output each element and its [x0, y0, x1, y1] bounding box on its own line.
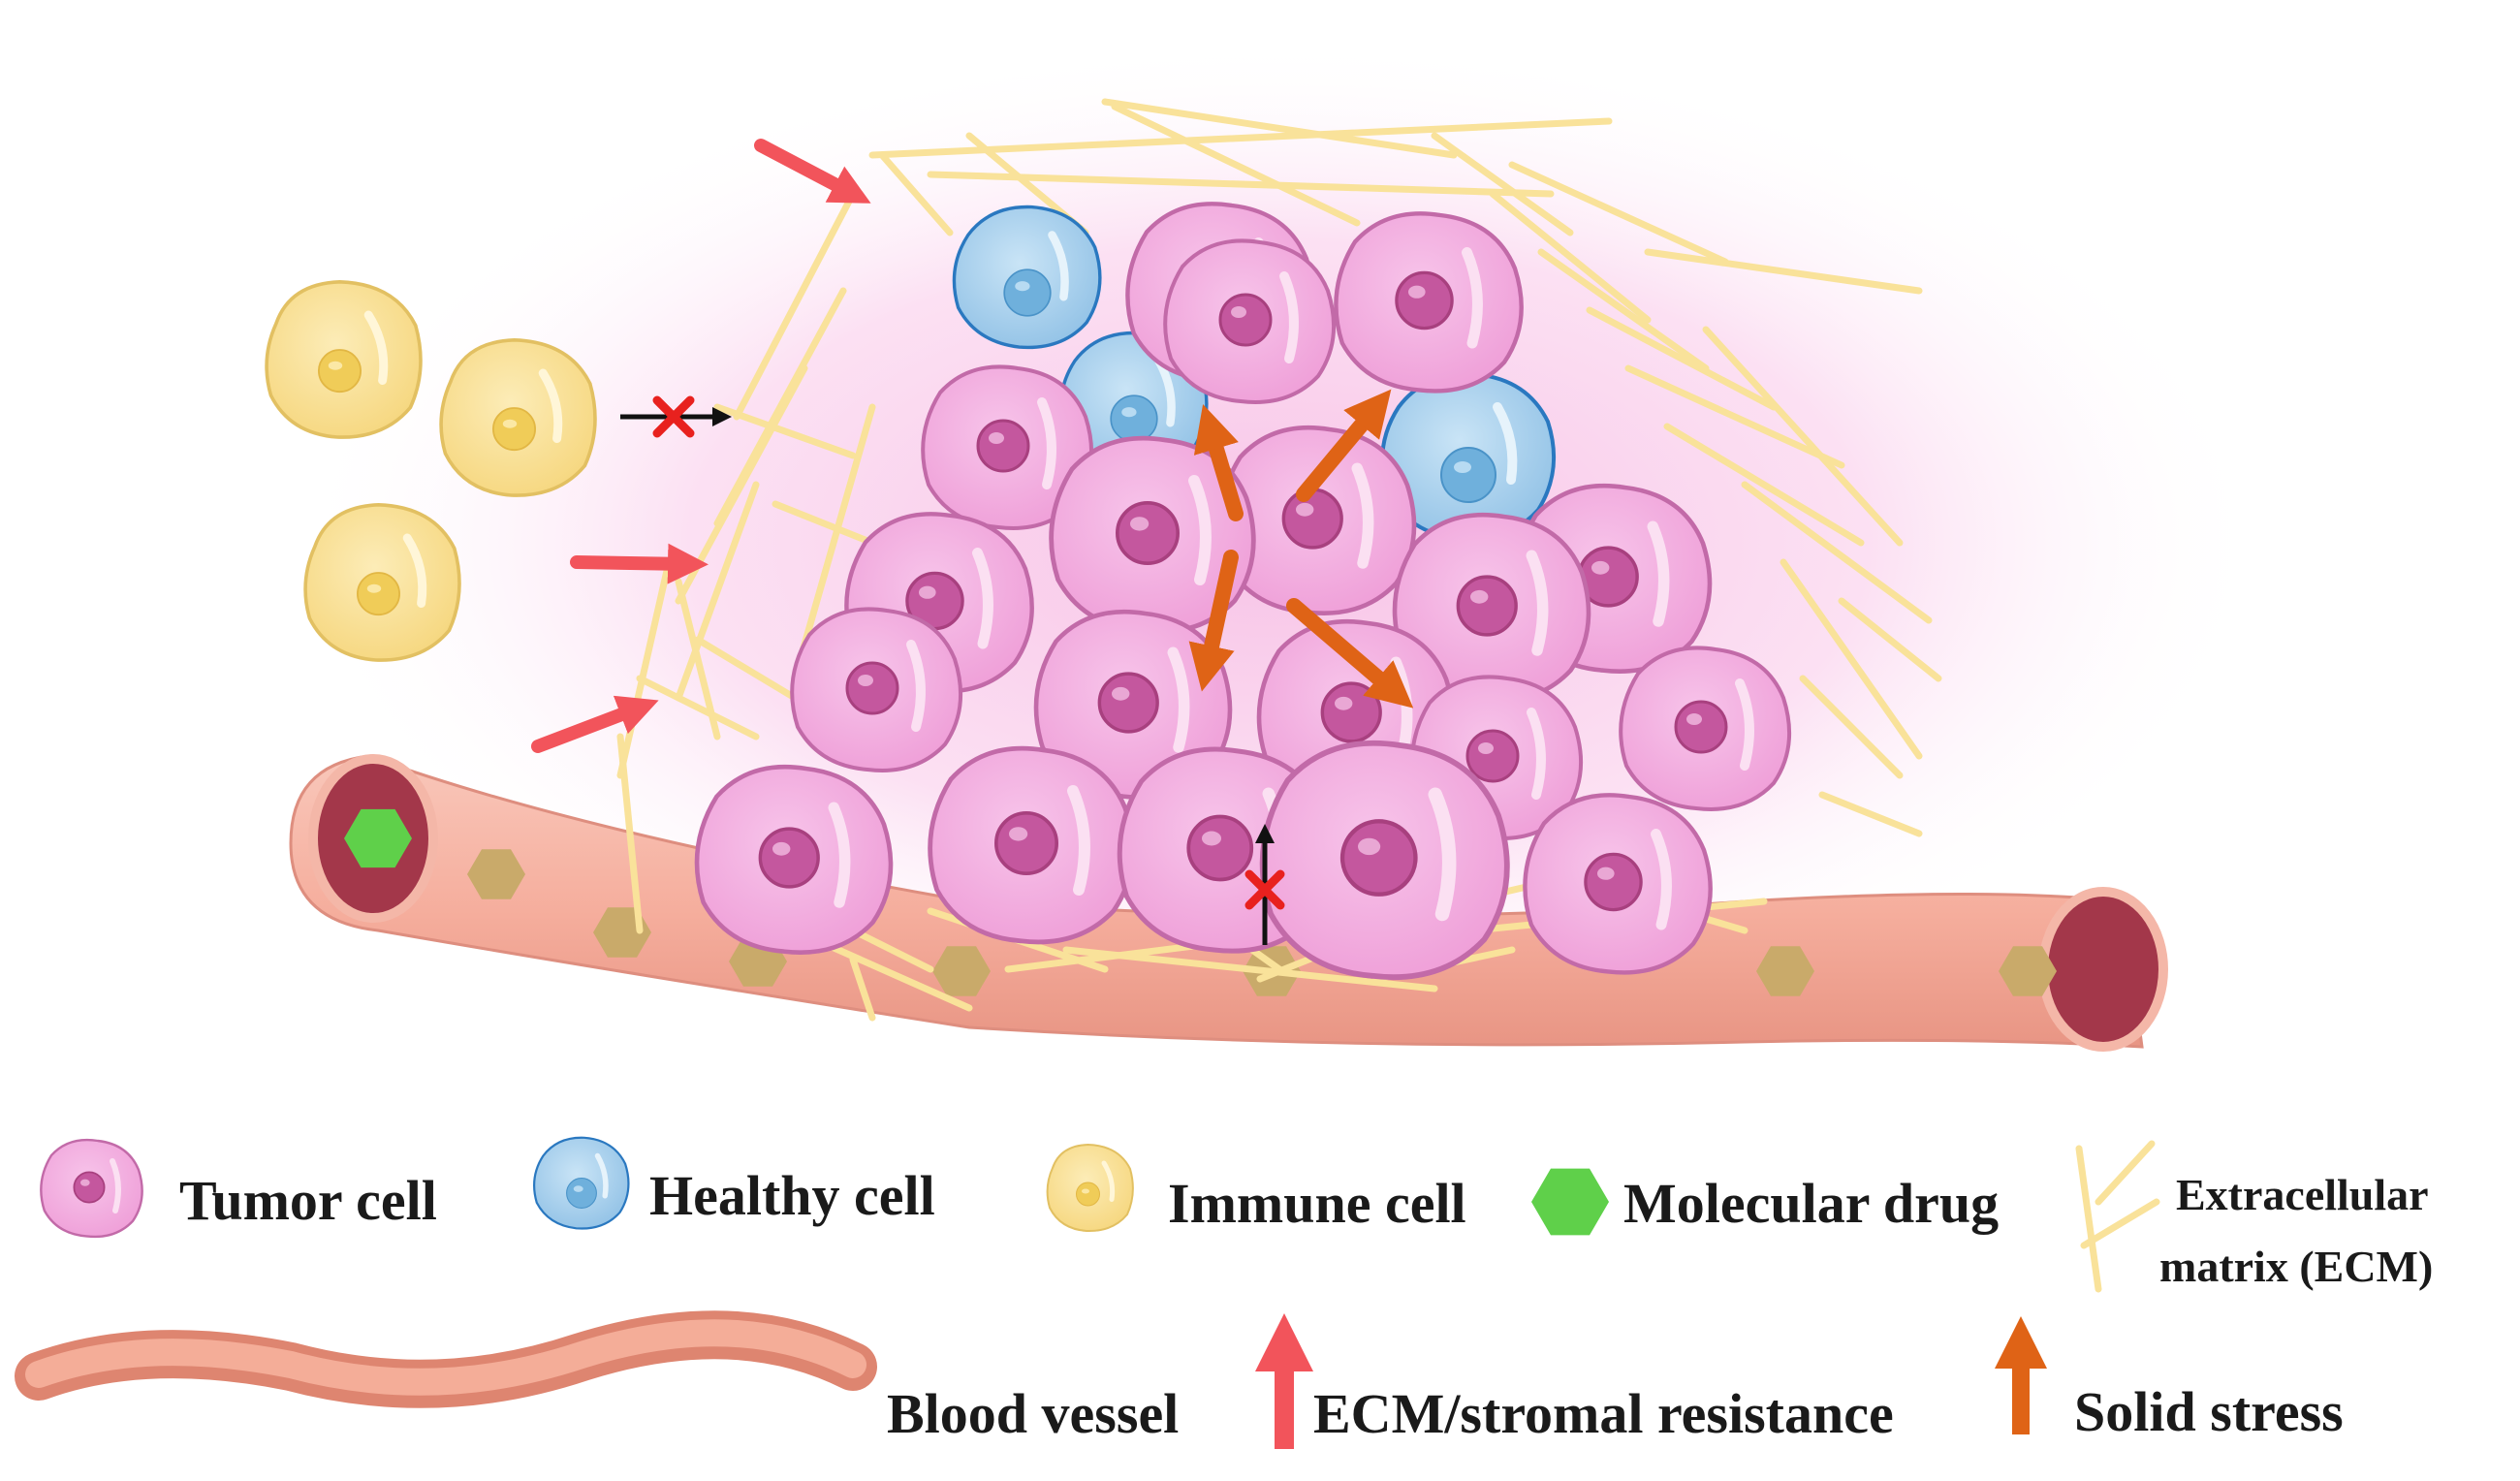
- legend-immune-cell-label: Immune cell: [1168, 1172, 1466, 1235]
- blocked-immune-infiltration: [620, 395, 732, 438]
- legend-molecular-drug-label: Molecular drug: [1623, 1172, 2000, 1235]
- healthy-cell-icon: [534, 1138, 628, 1229]
- ecm-fibers: [616, 98, 1942, 1022]
- legend-ecm-label-line2: matrix (ECM): [2159, 1242, 2434, 1291]
- tumor-cell: [697, 767, 891, 952]
- ecm-resistance-arrows: [531, 139, 871, 753]
- blocked-cross-icon: [1244, 869, 1285, 910]
- legend-ecm-label-line1: Extracellular: [2176, 1170, 2429, 1219]
- vessel-lumen-right: [2038, 887, 2168, 1052]
- legend-healthy-cell-label: Healthy cell: [649, 1164, 935, 1227]
- tumor-cell: [1263, 743, 1507, 977]
- tumor-cell: [792, 609, 961, 771]
- legend-tumor-cell-label: Tumor cell: [179, 1169, 437, 1232]
- legend-solid-stress-label: Solid stress: [2074, 1380, 2344, 1443]
- molecular-drug-icon: [1531, 1168, 1609, 1236]
- legend-blood-vessel-label: Blood vessel: [887, 1382, 1180, 1445]
- blocked-cross-icon: [652, 395, 695, 438]
- legend-ecm-resistance-label: ECM/stromal resistance: [1313, 1382, 1894, 1445]
- ecm-fiber-icon: [2075, 1140, 2160, 1293]
- tumor-cell: [1525, 795, 1710, 972]
- tumor-cell: [930, 748, 1133, 942]
- tumor-cell: [1165, 240, 1334, 402]
- blocked-drug-extravasation: [1244, 824, 1285, 945]
- tumor-cell: [1621, 647, 1789, 809]
- immune-cell: [441, 340, 595, 495]
- healthy-cell: [954, 207, 1099, 348]
- solid-stress-arrows: [1188, 389, 1414, 709]
- immune-cell: [305, 505, 459, 660]
- tumor-cell: [1336, 213, 1521, 391]
- immune-cell-icon: [1048, 1145, 1133, 1231]
- immune-cell: [267, 282, 421, 437]
- tumor-cell-icon: [41, 1140, 142, 1237]
- blood-vessel-icon-highlight: [25, 1319, 866, 1396]
